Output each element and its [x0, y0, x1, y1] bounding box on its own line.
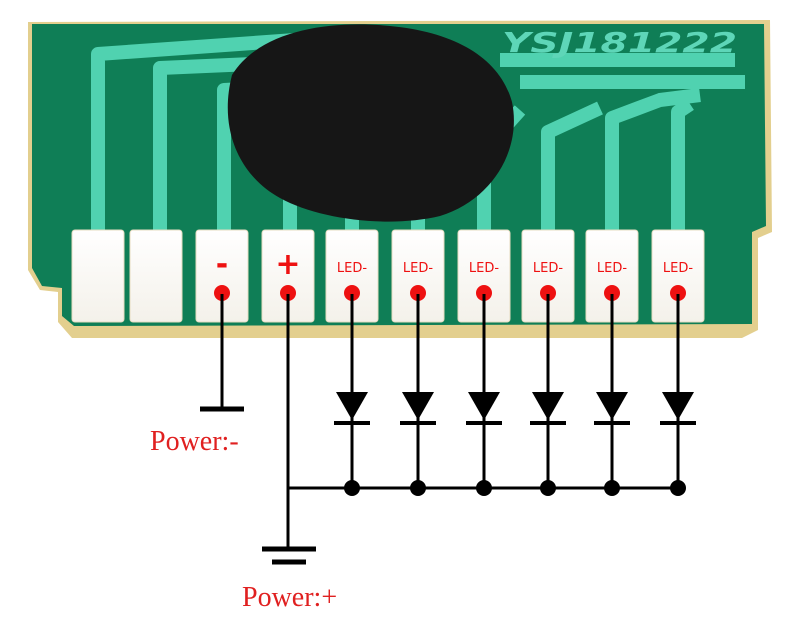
- pin-label-led5: LED-: [597, 261, 627, 276]
- pin-dot-led2: [410, 285, 426, 301]
- power-minus-label: Power:-: [150, 426, 239, 457]
- junction-led5: [604, 480, 620, 496]
- diode-triangle-led4: [532, 392, 564, 420]
- pin-dot-led1: [344, 285, 360, 301]
- pad-row: [71, 229, 705, 323]
- pad-nc2: [129, 229, 183, 323]
- pin-labels: - + LED- LED- LED- LED- LED- LED-: [216, 247, 694, 282]
- junction-led2: [410, 480, 426, 496]
- junction-led4: [540, 480, 556, 496]
- pin-label-power-plus: +: [275, 247, 300, 282]
- pin-label-led6: LED-: [663, 261, 693, 276]
- pin-label-led1: LED-: [337, 261, 367, 276]
- junction-led3: [476, 480, 492, 496]
- pin-dot-power-plus: [280, 285, 296, 301]
- pin-dot-power-minus: [214, 285, 230, 301]
- pin-label-power-minus: -: [216, 247, 228, 282]
- junction-led1: [344, 480, 360, 496]
- diode-led6: [660, 294, 696, 496]
- power-plus-label: Power:+: [242, 582, 337, 613]
- pad-nc1: [71, 229, 125, 323]
- diode-triangle-led3: [468, 392, 500, 420]
- pin-dot-led3: [476, 285, 492, 301]
- pin-dot-led5: [604, 285, 620, 301]
- pin-dots: [214, 285, 686, 301]
- pin-label-led2: LED-: [403, 261, 433, 276]
- diode-triangle-led5: [596, 392, 628, 420]
- epoxy-blob: [227, 24, 514, 222]
- diode-triangle-led2: [402, 392, 434, 420]
- pin-dot-led6: [670, 285, 686, 301]
- pin-dot-led4: [540, 285, 556, 301]
- diode-led2: [400, 294, 436, 496]
- diode-triangle-led1: [336, 392, 368, 420]
- junction-led6: [670, 480, 686, 496]
- board-code: YSJ181222: [502, 26, 737, 59]
- diode-triangle-led6: [662, 392, 694, 420]
- diode-led1: [334, 294, 370, 496]
- pcb-board: YSJ181222: [28, 20, 772, 338]
- diode-led5: [594, 294, 630, 496]
- diode-led3: [466, 294, 502, 496]
- led-diodes: [334, 294, 696, 496]
- pin-label-led4: LED-: [533, 261, 563, 276]
- diode-led4: [530, 294, 566, 496]
- pin-label-led3: LED-: [469, 261, 499, 276]
